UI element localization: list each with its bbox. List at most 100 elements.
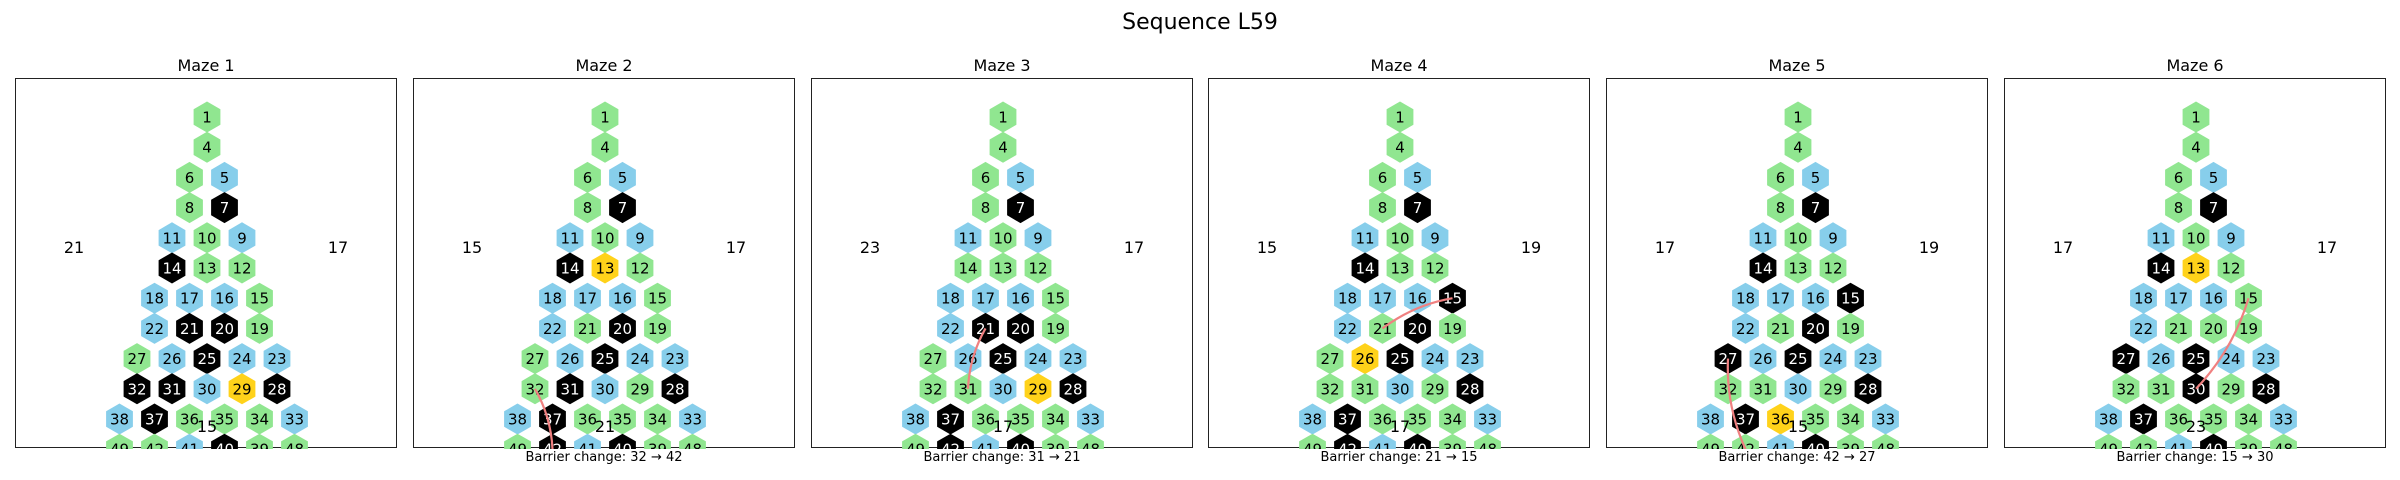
hex-shape: [1697, 433, 1724, 449]
hex-shape: [504, 403, 531, 435]
hex-shape: [1767, 312, 1794, 344]
hex-shape: [989, 373, 1017, 405]
hex-cell-48-open: 48: [1474, 433, 1501, 449]
hex-shape: [1697, 403, 1724, 435]
left-number: 15: [1257, 238, 1277, 257]
hex-cell-25-barrier: 25: [1784, 343, 1812, 375]
hex-cell-10-open: 10: [1386, 222, 1414, 254]
hex-shape: [123, 373, 151, 405]
hex-cell-30-blue: 30: [989, 373, 1017, 405]
hex-cell-23-blue: 23: [661, 343, 689, 375]
hex-cell-29-goal: 29: [228, 373, 256, 405]
hex-label: 36: [180, 411, 199, 429]
hex-shape: [609, 433, 636, 449]
hex-label: 34: [1443, 411, 1462, 429]
hex-cell-6-open: 6: [2165, 161, 2192, 193]
hex-cell-8-open: 8: [972, 192, 999, 224]
hex-shape: [2165, 282, 2192, 314]
hex-cell-8-open: 8: [2165, 192, 2192, 224]
hex-label: 5: [2209, 169, 2219, 187]
hex-cell-34-open: 34: [644, 403, 671, 435]
hex-cell-14-barrier: 14: [1351, 252, 1379, 284]
hex-shape: [2182, 131, 2210, 163]
hex-shape: [954, 222, 982, 254]
hex-cell-48-open: 48: [679, 433, 706, 449]
hex-shape: [246, 312, 273, 344]
hex-shape: [644, 403, 671, 435]
hex-shape: [591, 101, 619, 133]
hex-label: 12: [2221, 260, 2240, 278]
hex-cell-6-open: 6: [1369, 161, 1396, 193]
hex-shape: [989, 101, 1017, 133]
hex-cell-34-open: 34: [1042, 403, 1069, 435]
hex-shape: [609, 403, 636, 435]
maze-panel: 1234567891011121314151617181920212223242…: [2004, 78, 2386, 449]
hex-label: 35: [1806, 411, 1825, 429]
hex-label: 20: [613, 320, 632, 338]
hex-label: 14: [958, 260, 977, 278]
hex-shape: [246, 403, 273, 435]
hex-label: 19: [1841, 320, 1860, 338]
hex-cell-19-open: 19: [1042, 312, 1069, 344]
hex-label: 33: [285, 411, 304, 429]
hex-label: 39: [2239, 441, 2258, 449]
hex-label: 37: [145, 411, 164, 429]
hex-cell-34-open: 34: [246, 403, 273, 435]
hex-label: 41: [180, 441, 199, 449]
hex-cell-38-blue: 38: [2095, 403, 2122, 435]
hex-cell-11-blue: 11: [1351, 222, 1379, 254]
hex-label: 10: [993, 229, 1012, 247]
hex-label: 48: [683, 441, 702, 449]
hex-label: 20: [215, 320, 234, 338]
hex-shape: [2147, 343, 2175, 375]
hex-cell-28-barrier: 28: [1456, 373, 1484, 405]
hex-shape: [1316, 343, 1344, 375]
barrier-change-arrow: [1381, 297, 1453, 330]
hex-cell-22-blue: 22: [539, 312, 566, 344]
hex-cell-28-barrier: 28: [263, 373, 291, 405]
hex-shape: [1819, 373, 1847, 405]
hex-cell-49-open: 49: [1299, 433, 1326, 449]
hex-shape: [2165, 403, 2192, 435]
hex-shape: [1334, 433, 1361, 449]
hex-shape: [574, 161, 601, 193]
hex-cell-39-open: 39: [644, 433, 671, 449]
hex-cell-32-barrier: 32: [123, 373, 151, 405]
hex-label: 41: [578, 441, 597, 449]
hex-shape: [281, 403, 308, 435]
hex-label: 19: [648, 320, 667, 338]
hex-shape: [1802, 282, 1829, 314]
hex-cell-19-open: 19: [1439, 312, 1466, 344]
hex-cell-27-open: 27: [123, 343, 151, 375]
hex-label: 32: [1320, 380, 1339, 398]
hex-cell-22-blue: 22: [141, 312, 168, 344]
barrier-change-caption: Barrier change: 42 → 27: [1718, 450, 1876, 465]
bottom-number: 17: [1390, 417, 1410, 436]
hex-shape: [1456, 373, 1484, 405]
hex-cell-27-open: 27: [1316, 343, 1344, 375]
hex-shape: [1732, 403, 1759, 435]
hex-label: 15: [1841, 290, 1860, 308]
hex-shape: [2165, 192, 2192, 224]
hex-cell-6-open: 6: [972, 161, 999, 193]
hex-label: 28: [2256, 380, 2275, 398]
hex-shape: [1802, 403, 1829, 435]
hex-label: 13: [197, 260, 216, 278]
hex-label: 38: [110, 411, 129, 429]
maze-panel: 1234567891011121314151617181920212223242…: [413, 78, 795, 449]
hex-shape: [1872, 403, 1899, 435]
barrier-change-caption: Barrier change: 21 → 15: [1320, 450, 1478, 465]
hex-cell-20-barrier: 20: [609, 312, 636, 344]
hex-shape: [1802, 161, 1829, 193]
hex-label: 33: [1081, 411, 1100, 429]
hex-cell-41-blue: 41: [574, 433, 601, 449]
hex-shape: [1872, 433, 1899, 449]
hex-label: 29: [2221, 380, 2240, 398]
hex-cell-37-barrier: 37: [1732, 403, 1759, 435]
hex-label: 30: [1788, 380, 1807, 398]
hex-label: 34: [1841, 411, 1860, 429]
hex-label: 16: [1408, 290, 1427, 308]
hex-shape: [937, 433, 964, 449]
hex-cell-29-open: 29: [1819, 373, 1847, 405]
hex-label: 6: [1378, 169, 1388, 187]
